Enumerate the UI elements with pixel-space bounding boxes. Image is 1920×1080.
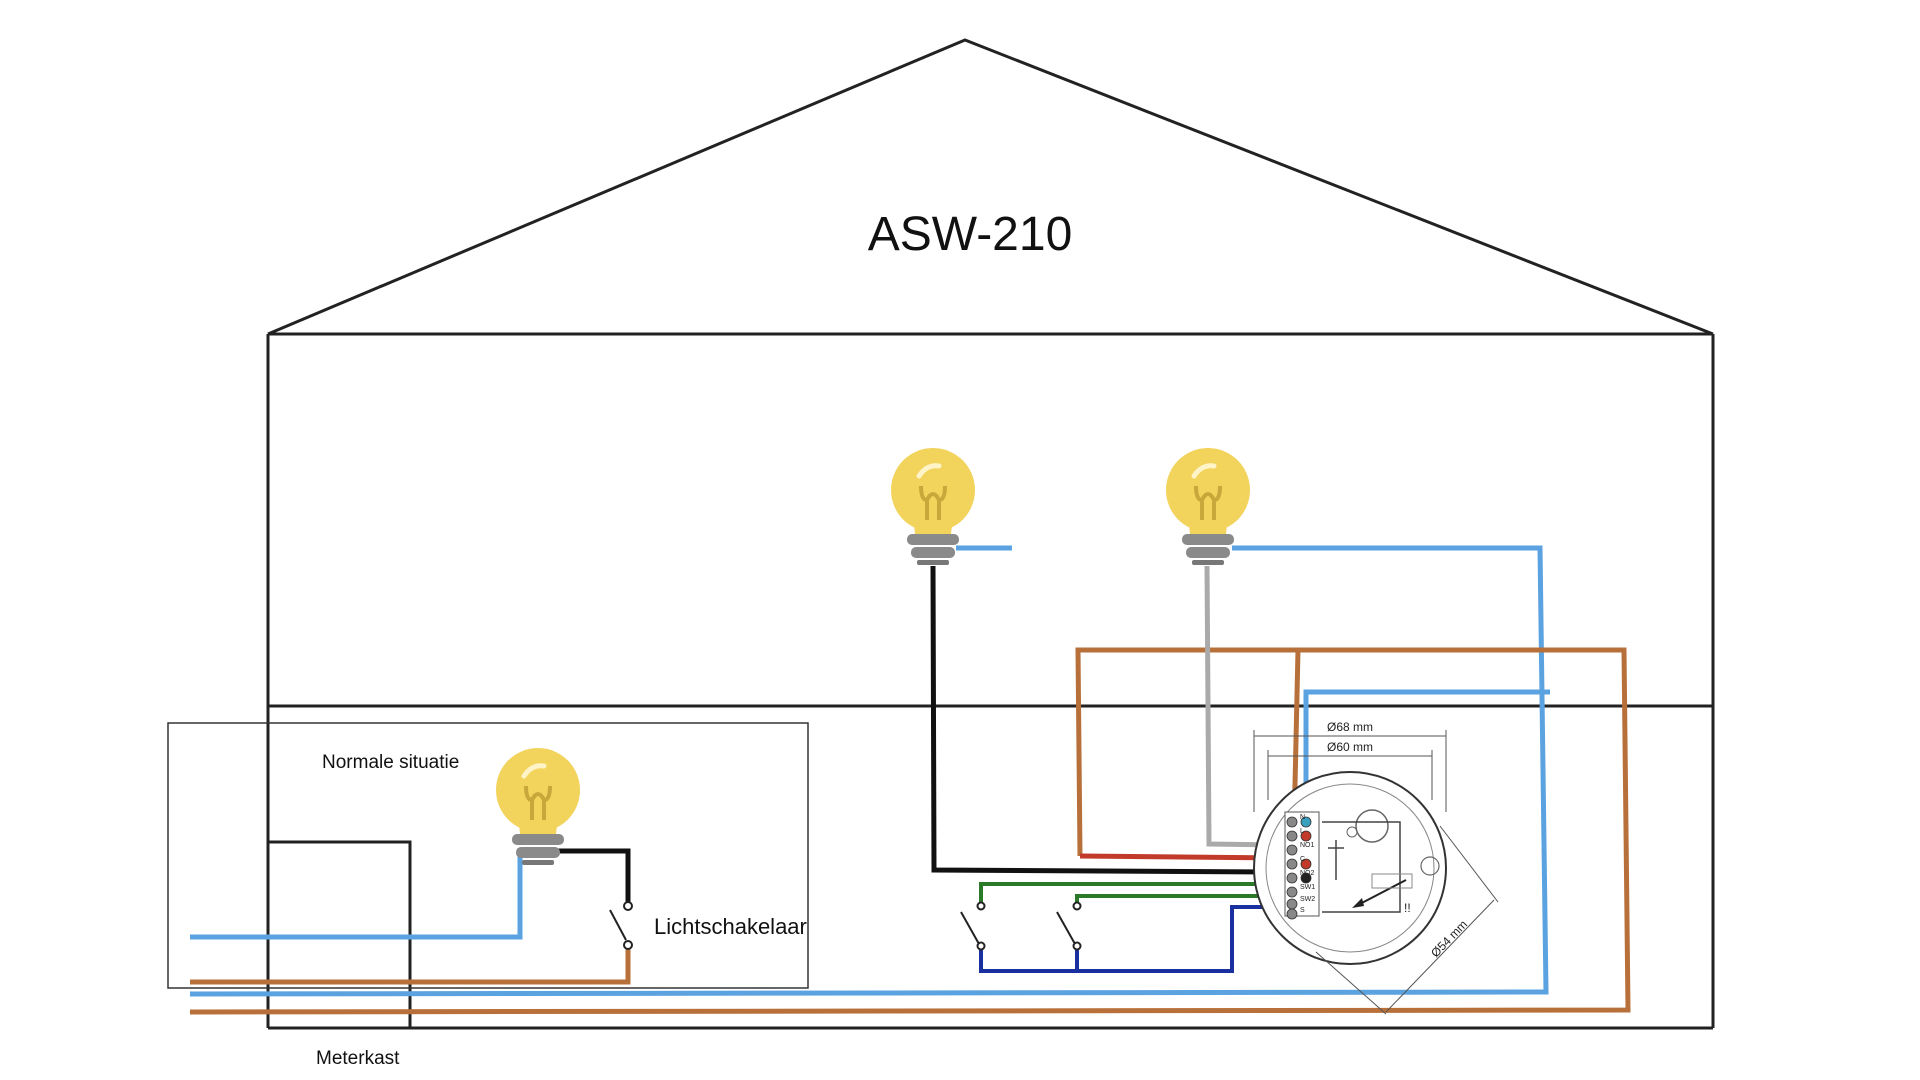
normal-light-bulb	[496, 748, 580, 865]
normal-situation-label: Normale situatie	[322, 752, 459, 773]
terminal-s: S	[1300, 907, 1305, 914]
light-switch-label: Lichtschakelaar	[654, 914, 807, 939]
terminal-sw1: SW1	[1300, 884, 1315, 891]
main-feed-wires	[189, 545, 1631, 1015]
terminal-n: N	[1300, 814, 1305, 821]
normal-situation-frame	[167, 722, 809, 989]
normal-light-switch	[609, 901, 633, 950]
normal-situation-wiring	[190, 848, 631, 985]
module-warning: !!	[1404, 901, 1411, 915]
lamp-wiring	[930, 565, 1550, 875]
dimension-outer: Ø68 mm	[1327, 720, 1373, 734]
module-dimensions	[1253, 730, 1499, 1015]
terminal-l: L	[1300, 828, 1304, 835]
module-switch-1	[960, 901, 986, 951]
terminal-sw2: SW2	[1300, 896, 1315, 903]
asw-210-module: N L NO1 C NO2 SW1 SW2 S !!	[1253, 771, 1447, 965]
house-outline	[266, 38, 1715, 1030]
dimension-inner: Ø60 mm	[1327, 740, 1373, 754]
terminal-no2: NO2	[1300, 870, 1315, 877]
switch-wiring	[979, 882, 1280, 973]
module-arrow	[1355, 879, 1407, 907]
dimension-diagonal: Ø54 mm	[1428, 917, 1470, 960]
module-switch-2	[1056, 901, 1082, 951]
terminal-c: C	[1300, 856, 1305, 863]
meter-cabinet-label: Meterkast	[316, 1048, 400, 1069]
terminal-no1: NO1	[1300, 842, 1315, 849]
diagram-title: ASW-210	[868, 208, 1073, 261]
meter-cabinet	[268, 840, 412, 1028]
